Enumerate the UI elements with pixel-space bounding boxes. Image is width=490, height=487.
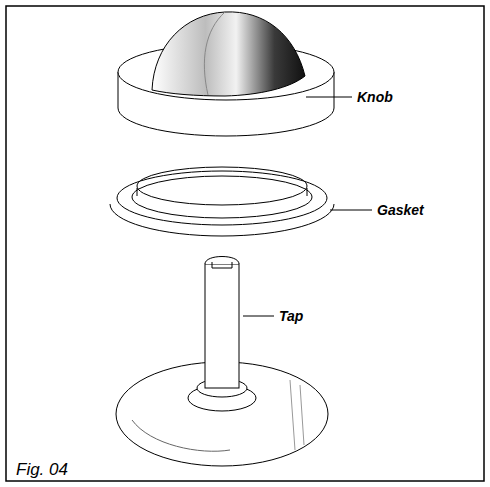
part-name: Knob: [357, 89, 393, 105]
part-name: Gasket: [377, 202, 424, 218]
tap-shaft: [205, 264, 239, 388]
leader-lines: [243, 97, 372, 316]
tap-shaft-top: [205, 257, 239, 265]
knob-drawing: [118, 12, 334, 136]
figure-caption: Fig. 04: [16, 460, 68, 479]
gasket-inner: [137, 167, 307, 205]
label-holder: Gasket: [377, 201, 424, 219]
gasket-wall: [137, 188, 307, 196]
figure-frame: [6, 6, 484, 481]
leader-line: [243, 316, 274, 317]
base-shading: [290, 380, 304, 450]
leader-line: [306, 97, 352, 98]
label-holder: Tap: [279, 307, 303, 325]
base-shading: [132, 420, 230, 451]
tap-drawing: [116, 257, 328, 467]
leader-line: [330, 210, 372, 211]
grip-ridge: [204, 12, 225, 95]
shaft-flat: [212, 262, 232, 268]
gasket-drawing: [110, 167, 334, 236]
caption-holder: Fig. 04: [16, 460, 68, 480]
knob-grip: [152, 12, 305, 96]
part-name: Tap: [279, 308, 303, 324]
label-holder: Knob: [357, 88, 393, 106]
gasket-ring: [132, 176, 312, 218]
gasket-outer: [117, 171, 327, 225]
